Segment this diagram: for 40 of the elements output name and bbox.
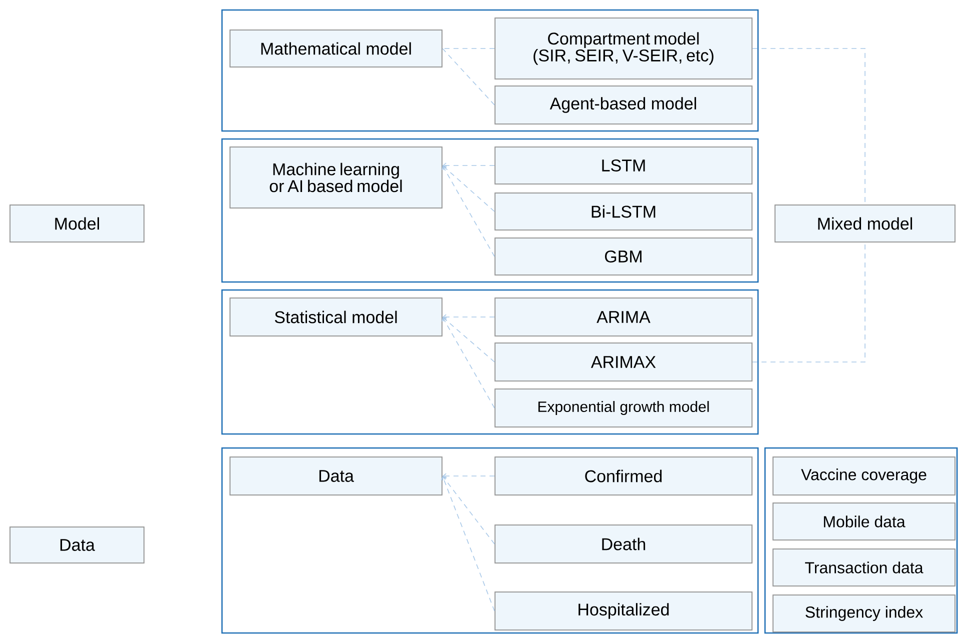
connector <box>442 317 495 408</box>
group-frame <box>764 447 958 634</box>
model-box: ARIMA <box>494 298 752 336</box>
connector <box>442 162 495 168</box>
model-box: Mathematical model <box>230 30 442 68</box>
model-box: Data <box>10 526 144 564</box>
model-box: Confirmed <box>494 456 752 496</box>
connector <box>441 476 495 612</box>
model-box: Vaccine coverage <box>772 456 956 496</box>
connector <box>442 166 495 212</box>
model-box: Model <box>10 204 144 242</box>
connector <box>442 166 495 257</box>
group-frame <box>221 9 759 132</box>
model-box: Hospitalized <box>494 592 752 630</box>
connector <box>752 48 866 205</box>
model-box: GBM <box>494 238 752 276</box>
model-box: Statistical model <box>230 298 442 336</box>
model-box: Exponential growth model <box>494 388 752 428</box>
connector <box>442 317 495 362</box>
connector <box>752 242 866 362</box>
group-frame <box>221 447 759 634</box>
group-frame <box>221 138 759 283</box>
model-box: Machine learning or AI based model <box>230 146 442 208</box>
model-box: Agent-based model <box>494 86 752 124</box>
model-box: LSTM <box>494 146 752 184</box>
model-box: Bi-LSTM <box>494 192 752 230</box>
model-box: ARIMAX <box>494 342 752 382</box>
model-box: Death <box>494 524 752 564</box>
model-box: Data <box>230 456 442 496</box>
model-box: Compartment model (SIR, SEIR, V-SEIR, etc) <box>494 18 752 80</box>
model-box: Mixed model <box>774 204 956 242</box>
connector <box>442 314 495 320</box>
model-box: Stringency index <box>772 594 956 632</box>
connector <box>442 48 495 49</box>
model-box: Transaction data <box>772 548 956 586</box>
connector <box>442 48 495 106</box>
connector <box>442 473 495 479</box>
group-frame <box>221 289 759 435</box>
model-box: Mobile data <box>772 502 956 540</box>
connector <box>442 476 495 544</box>
